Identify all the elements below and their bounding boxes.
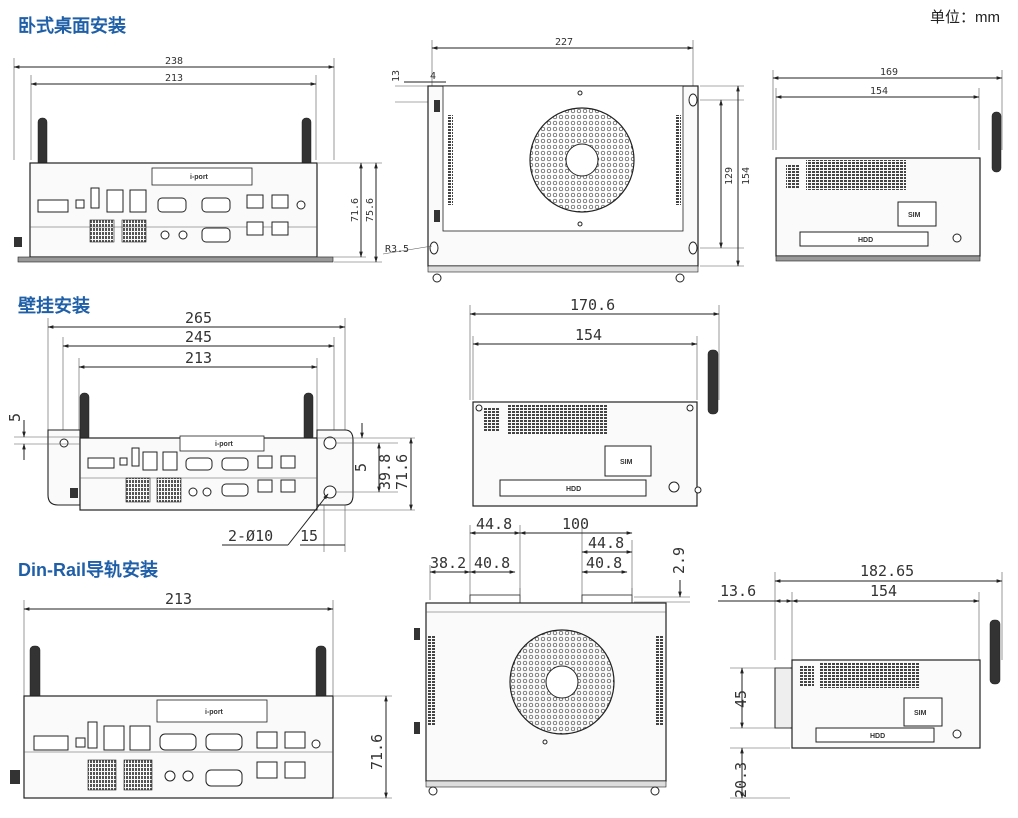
section-title-din-rail: Din-Rail导轨安装 — [18, 560, 159, 580]
dim-75-6: 75.6 — [365, 198, 376, 222]
section-title-desktop: 卧式桌面安装 — [18, 16, 126, 36]
dim-213: 213 — [165, 73, 183, 84]
dim-20-3: 20.3 — [732, 762, 750, 798]
dim-15: 15 — [300, 527, 318, 545]
side-view-din: 182.65 13.6 154 SIM HDD 45 20.3 — [718, 562, 1003, 799]
dim-5-left: 5 — [6, 413, 24, 422]
dim-45: 45 — [732, 690, 750, 708]
dim-40-8-b: 40.8 — [586, 554, 622, 572]
front-view-desktop: 238 213 i-port — [13, 56, 382, 263]
dim-38-2: 38.2 — [430, 554, 466, 572]
front-view-wall: 265 245 213 i-port — [6, 309, 415, 552]
dim-245: 245 — [185, 328, 212, 346]
dim-227: 227 — [555, 37, 573, 48]
antenna-left — [37, 117, 48, 169]
hdd-label-3: HDD — [870, 733, 885, 740]
section-title-wall-mount: 壁挂安装 — [18, 296, 90, 316]
dim-265: 265 — [185, 309, 212, 327]
dim-213-wall: 213 — [185, 349, 212, 367]
dim-154-din-side: 154 — [870, 582, 897, 600]
front-view-din: 213 i-port 71.6 — [10, 590, 392, 799]
dim-40-8-a: 40.8 — [474, 554, 510, 572]
dim-71-6-din: 71.6 — [368, 734, 386, 770]
dim-13-6: 13.6 — [720, 582, 756, 600]
dim-2-phi10: 2-Ø10 — [228, 527, 273, 545]
sim-label-3: SIM — [914, 710, 927, 717]
dim-2-9: 2.9 — [670, 547, 688, 574]
dim-4: 4 — [430, 71, 436, 82]
dim-154: 154 — [741, 167, 752, 185]
unit-label: 单位：mm — [930, 9, 1000, 26]
dim-213-din: 213 — [165, 590, 192, 608]
dim-129: 129 — [724, 167, 735, 185]
side-view-wall: 170.6 154 SIM HDD — [469, 296, 720, 507]
dim-44-8-a: 44.8 — [476, 515, 512, 533]
dim-71-6-wall: 71.6 — [393, 454, 411, 490]
dim-13: 13 — [391, 70, 402, 82]
sim-label-2: SIM — [620, 459, 633, 466]
dim-170-6: 170.6 — [570, 296, 615, 314]
iport-label-3: i-port — [205, 709, 224, 716]
sim-label-1: SIM — [908, 212, 921, 219]
side-view-desktop: 169 154 SIM HDD — [772, 67, 1003, 262]
dim-238: 238 — [165, 56, 183, 67]
dim-71-6: 71.6 — [350, 198, 361, 222]
iport-label-2: i-port — [215, 441, 234, 448]
top-view-din: 44.8 100 44.8 38.2 40.8 40.8 2.9 — [414, 515, 690, 796]
dim-44-8-b: 44.8 — [588, 534, 624, 552]
dim-100: 100 — [562, 515, 589, 533]
dim-39-8: 39.8 — [376, 454, 394, 490]
dim-154-wall-side: 154 — [575, 326, 602, 344]
dim-169: 169 — [880, 67, 898, 78]
dim-r3-5: R3.5 — [385, 244, 409, 255]
dim-154-side: 154 — [870, 86, 888, 97]
hdd-label-1: HDD — [858, 237, 873, 244]
top-view-desktop: 227 4 13 129 154 R3.5 — [382, 37, 752, 283]
hdd-label-2: HDD — [566, 486, 581, 493]
dim-5-right: 5 — [352, 463, 370, 472]
antenna-right — [301, 117, 312, 169]
dim-182-65: 182.65 — [860, 562, 914, 580]
iport-label: i-port — [190, 174, 209, 181]
